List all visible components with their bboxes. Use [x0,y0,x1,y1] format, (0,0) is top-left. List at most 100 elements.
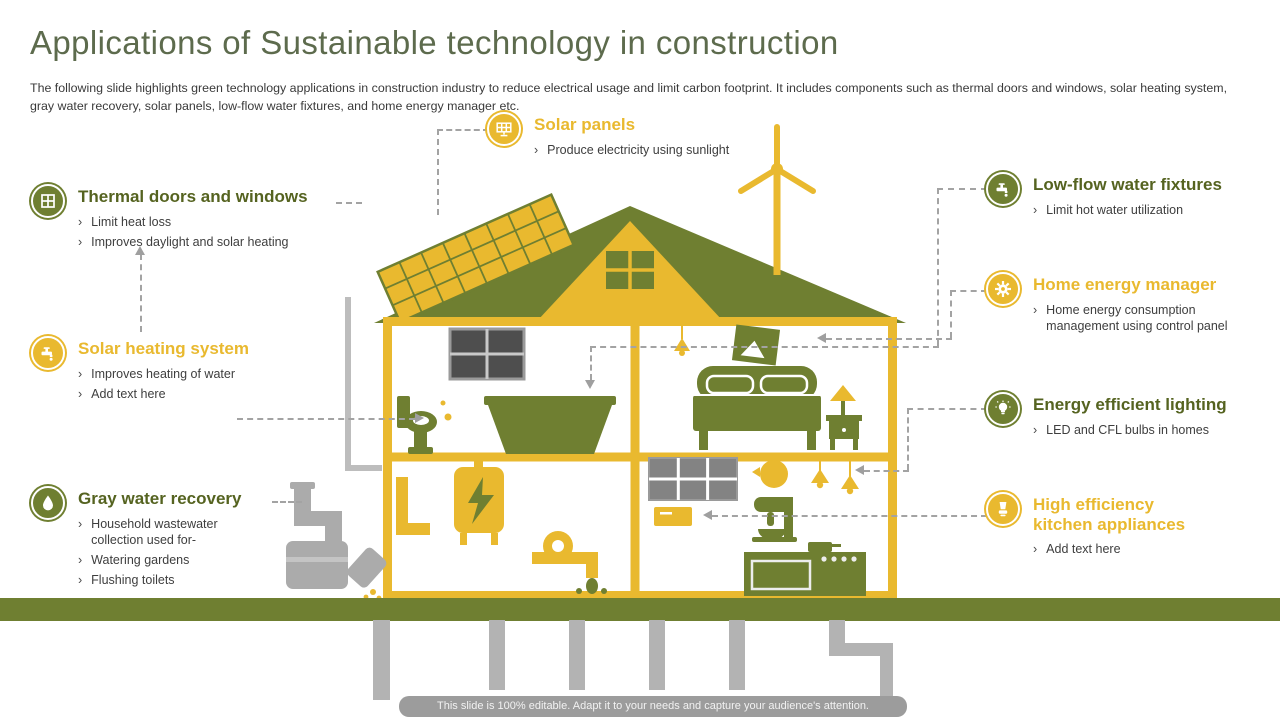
foundation-pipe-elbow [880,643,893,700]
water-heater [454,457,504,545]
sparkle [440,400,446,406]
roof-solar-panels [376,192,576,324]
gable [538,221,722,320]
connector-low-flow [590,346,592,380]
callout-title: High efficiency kitchen appliances [1033,495,1186,534]
bullet-marker: › [1033,542,1038,557]
bullet-marker: › [78,573,83,588]
connector-arrow [415,413,424,423]
bullet-marker: › [78,366,83,381]
connector-arrow [585,380,595,389]
bullet-text: Limit heat loss [91,214,172,229]
connector-solar-panels [437,129,489,131]
connector-lighting [864,470,909,472]
bullet-text: Watering gardens [91,553,190,568]
callout-title: Solar panels [534,115,636,134]
wind-turbine [738,124,816,275]
callout-solar-heating: Solar heating system › Improves heating o… [31,336,303,406]
faucet-icon [31,336,65,370]
bulb-icon [986,392,1020,426]
bullet-text: LED and CFL bulbs in homes [1046,422,1209,437]
bathroom-window [448,327,526,381]
slide-description: The following slide highlights green tec… [30,81,1228,113]
connector-low-flow [590,346,939,348]
connector-arrow [855,465,864,475]
bullet-marker: › [78,386,83,401]
bullet-item: › Add text here [78,386,303,402]
foundation-pipe [729,620,745,690]
drain-pipe [345,297,382,471]
kettle [752,457,788,488]
bullet-text: Improves heating of water [91,366,235,381]
callout-title: Thermal doors and windows [78,187,308,206]
bed [693,366,821,450]
sparkle [444,413,452,421]
callout-thermal-doors-windows: Thermal doors and windows › Limit heat lo… [31,184,348,254]
connector-solar-panels [437,129,439,215]
house-illustration [286,124,906,601]
bullet-item: › Improves heating of water [78,366,303,382]
wall-art [731,324,781,366]
bullet-text: Flushing toilets [91,573,175,588]
bullet-item: › Add text here [1033,541,1203,557]
bullet-marker: › [1033,302,1038,317]
connector-gray-water [272,501,302,503]
bullet-item: ›Home energy consumption management usin… [1033,302,1258,335]
bullet-text: Improves daylight and solar heating [91,234,289,249]
callout-home-energy: Home energy manager ›Home energy consump… [986,272,1258,338]
bedroom [674,324,862,450]
bathroom [397,327,616,454]
nightstand-lamp [826,385,862,450]
callout-lighting: Energy efficient lighting ›LED and CFL b… [986,392,1273,442]
bullet-marker: › [534,142,539,157]
gray-water-system [286,482,387,601]
bullet-text: Add text here [1046,542,1121,557]
connector-home-energy [950,290,952,338]
footer-note: This slide is 100% editable. Adapt it to… [399,696,907,717]
bathtub [484,396,616,454]
page-title: Applications of Sustainable technology i… [30,24,839,61]
bullet-marker: › [78,516,83,531]
kitchen [648,457,866,596]
solar-panel-icon [487,112,521,146]
water-drop-icon [31,486,65,520]
bullet-marker: › [1033,422,1038,437]
connector-solar-heating [237,418,415,420]
callout-title: Home energy manager [1033,275,1217,294]
pendant-lamps [811,458,859,495]
connector-arrow [135,246,145,255]
water-tap-icon [986,172,1020,206]
connector-lighting [907,408,987,410]
bullet-text: Limit hot water utilization [1046,202,1184,217]
connector-lighting [907,408,909,470]
connector-home-energy [950,290,987,292]
kitchen-window [648,457,738,501]
foundation-pipe-elbow [829,643,893,656]
callout-title: Low-flow water fixtures [1033,175,1222,194]
connector-thermal [140,254,142,332]
bullet-text: Add text here [91,386,166,401]
callout-title: Gray water recovery [78,489,242,508]
ground-strip [0,598,1280,621]
callout-kitchen-appliances: High efficiency kitchen appliances › Add … [986,492,1203,561]
gear-icon [986,272,1020,306]
bullet-item: › Limit heat loss [78,214,348,230]
stand-mixer [752,497,797,542]
bullet-item: ›Produce electricity using sunlight [534,142,764,158]
bullet-marker: › [1033,202,1038,217]
connector-arrow [703,510,712,520]
callout-title: Solar heating system [78,339,250,358]
wall-pipe [396,477,430,535]
bullet-item: › LED and CFL bulbs in homes [1033,422,1273,438]
stove [744,542,866,596]
callout-solar-panels: Solar panels ›Produce electricity using … [487,112,764,162]
callout-gray-water: Gray water recovery ›Household wastewate… [31,486,273,593]
connector-kitchen [712,515,987,517]
callout-low-flow: Low-flow water fixtures › Limit hot water… [986,172,1268,222]
bullet-item: › Flushing toilets [78,572,273,588]
bullet-marker: › [78,214,83,229]
connector-home-energy [826,338,952,340]
foundation-pipe [373,620,390,700]
bullet-item: ›Watering gardens [78,552,273,568]
